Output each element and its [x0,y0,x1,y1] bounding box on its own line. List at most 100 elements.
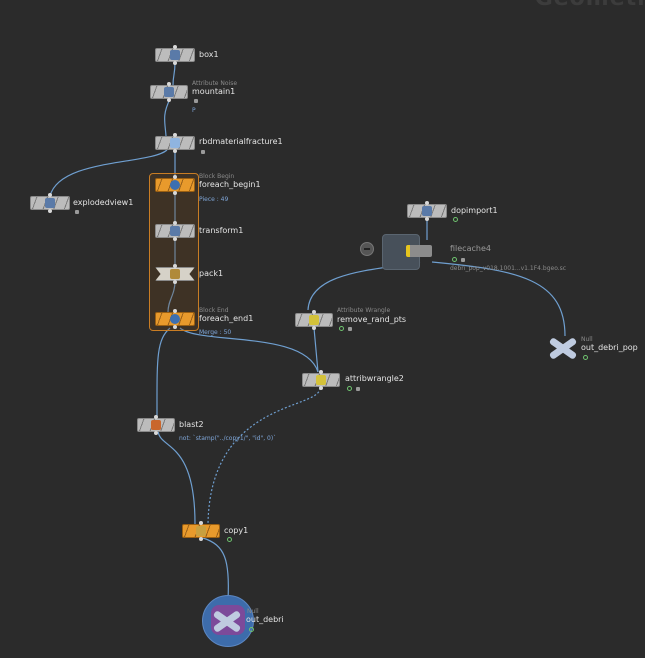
mountain1-node[interactable] [150,82,188,102]
output-port[interactable] [319,386,323,390]
foreach-begin1-node[interactable] [155,175,195,195]
wire-mountain-rbd [164,98,171,137]
display-flag[interactable] [249,627,254,632]
wire-blast-copy [157,430,196,525]
copy-icon [196,526,206,536]
input-port[interactable] [173,175,177,179]
wire-end-blast [156,327,171,419]
input-port[interactable] [319,370,323,374]
input-port[interactable] [173,221,177,225]
foreach-end1-label: foreach_end1 [199,314,254,323]
explodedview1-node[interactable] [30,193,70,213]
bypass-toggle[interactable] [360,242,374,256]
mountain-icon [164,87,174,97]
wire-remove-attrib [313,327,319,373]
input-port[interactable] [173,309,177,313]
output-port[interactable] [312,326,316,330]
foreach-end1-info: Merge : 50 [199,329,232,336]
output-port[interactable] [173,280,177,284]
transform-icon [170,226,180,236]
filecache4-node[interactable] [382,234,446,270]
lock-icon [356,387,360,391]
foreach-end1-type: Block End [199,307,229,314]
display-flag[interactable] [347,386,352,391]
remove-rand-pts-label: remove_rand_pts [337,315,407,324]
box1-label: box1 [199,50,219,59]
lock-icon [201,150,205,154]
wire-pack-end [167,280,176,313]
output-port[interactable] [173,61,177,65]
input-port[interactable] [48,193,52,197]
box1-node[interactable] [155,45,195,65]
pack1-node[interactable] [155,264,195,284]
wire-end-attrib [179,327,319,373]
display-flag[interactable] [227,537,232,542]
input-port[interactable] [173,133,177,137]
attribwrangle2-label: attribwrangle2 [345,374,404,383]
display-flag[interactable] [453,217,458,222]
box-icon [170,50,180,60]
output-port[interactable] [173,237,177,241]
copy1-node[interactable] [182,521,220,541]
copy1-label: copy1 [224,526,249,535]
foreach-block [149,173,199,331]
filecache4-path: debri_pop_v018.1001...v1.1F4.bgeo.sc [450,265,567,272]
pack-icon [170,269,180,279]
out-debri-pop-label: out_debri_pop [581,343,638,352]
filecache-bar [406,245,432,257]
blast2-info: not: `stamp("../copy1/", "id", 0)` [179,435,277,442]
block-begin-icon [170,180,180,190]
out-debri-type: Null [247,608,259,615]
fracture-icon [170,138,180,148]
input-port[interactable] [425,201,429,205]
lock-icon [348,327,352,331]
mountain1-type: Attribute Noise [192,80,238,87]
input-port[interactable] [173,45,177,49]
dopimport1-node[interactable] [407,201,447,221]
attribwrangle2-node[interactable] [302,370,340,390]
input-port[interactable] [173,264,177,268]
output-port[interactable] [425,217,429,221]
out-debri-pop-node[interactable] [550,337,576,359]
input-port[interactable] [199,521,203,525]
output-port[interactable] [48,209,52,213]
remove-rand-pts-node[interactable] [295,310,333,330]
blast-icon [151,420,161,430]
explode-icon [45,198,55,208]
filecache4-label: filecache4 [450,244,491,253]
out-debri-pop-type: Null [581,336,593,343]
dopimport1-label: dopimport1 [451,206,498,215]
output-port[interactable] [154,431,158,435]
rbdmaterialfracture1-node[interactable] [155,133,195,153]
lock-icon [194,99,198,103]
output-port[interactable] [199,537,203,541]
output-port[interactable] [167,98,171,102]
display-flag[interactable] [583,355,588,360]
transform1-node[interactable] [155,221,195,241]
input-port[interactable] [167,82,171,86]
remove-rand-pts-type: Attribute Wrangle [337,307,391,314]
output-port[interactable] [173,191,177,195]
input-port[interactable] [312,310,316,314]
wrangle-icon [309,315,319,325]
lock-icon [461,258,465,262]
foreach-end1-node[interactable] [155,309,195,329]
out-debri-label: out_debri [246,615,284,624]
lock-icon [75,210,79,214]
foreach-begin1-type: Block Begin [199,173,235,180]
output-port[interactable] [173,149,177,153]
blast2-node[interactable] [137,415,175,435]
explodedview1-label: explodedview1 [73,198,134,207]
display-flag[interactable] [339,326,344,331]
input-port[interactable] [154,415,158,419]
wire-rbd-exploded [49,149,168,197]
out-debri-node[interactable] [202,595,254,647]
wrangle-icon [316,375,326,385]
block-end-icon [170,314,180,324]
transform1-label: transform1 [199,226,244,235]
mountain1-label: mountain1 [192,87,236,96]
output-port[interactable] [173,325,177,329]
display-flag[interactable] [452,257,457,262]
